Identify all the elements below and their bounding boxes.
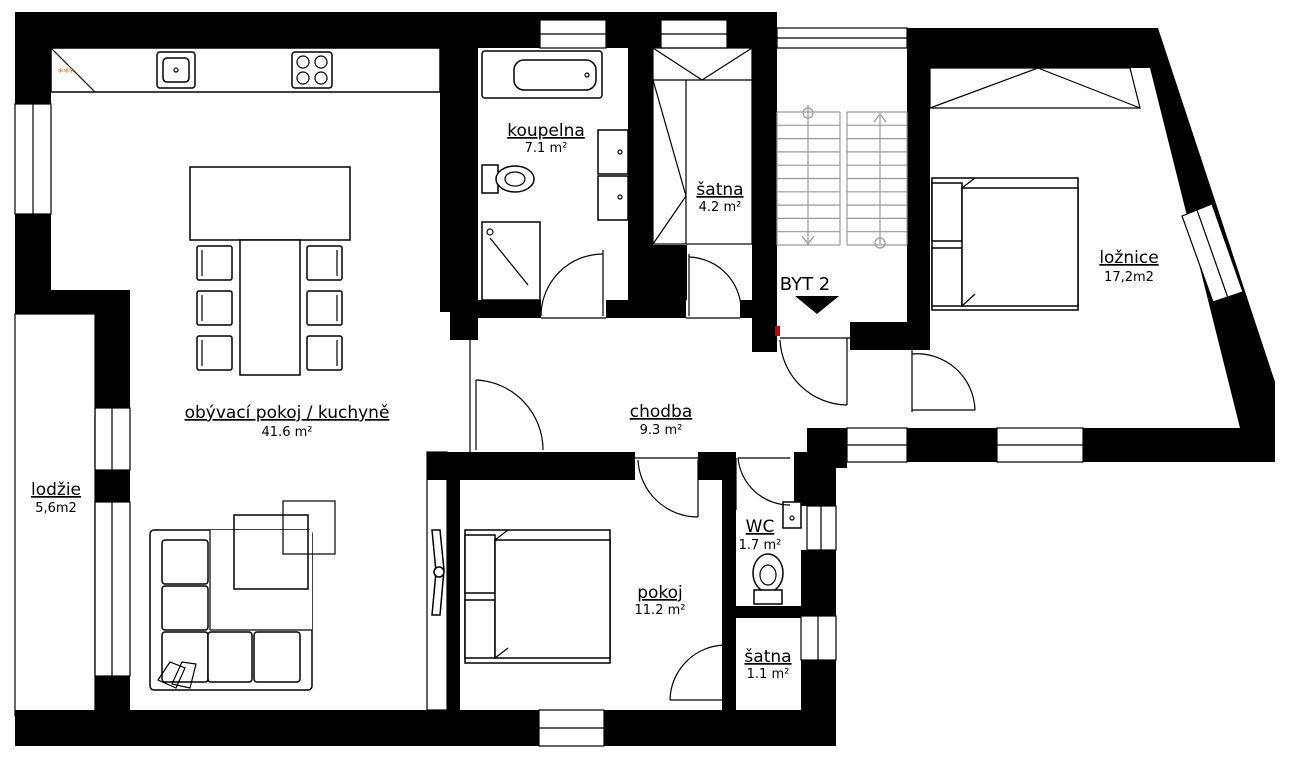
label-pokoj-area: 11.2 m² [635,603,686,618]
label-wc-name: WC [746,517,775,537]
label-satna-top-area: 4.2 m² [699,200,742,215]
bathroom-fixtures [481,50,629,301]
lodzie-outline [14,313,96,717]
stove-marker: *** [58,66,75,79]
label-koupelna-name: koupelna [507,121,585,141]
sofa [149,529,313,691]
label-chodba-name: chodba [630,402,693,422]
label-koupelna-area: 7.1 m² [525,141,568,156]
dining-table [189,166,351,376]
label-obyvaci-area: 41.6 m² [262,425,313,440]
double-bed-loznice [931,177,1079,311]
label-satna-small-name: šatna [744,647,791,667]
label-wc-area: 1.7 m² [739,538,782,553]
wc-toilet-icon [752,553,784,605]
kitchen-counter: *** [50,47,441,93]
label-chodba-area: 9.3 m² [640,423,683,438]
label-satna-top-name: šatna [696,180,743,200]
doors [467,250,976,701]
door-marker [775,326,780,336]
stairs [776,105,908,249]
entrance-arrow-icon [795,296,839,314]
walls [15,12,1275,746]
label-loznice-name: ložnice [1099,248,1158,268]
toilet-icon [481,164,535,194]
sliding-door [426,451,448,711]
label-satna-small-area: 1.1 m² [747,667,790,682]
double-bed-pokoj [464,529,611,664]
label-lodzie-name: lodžie [31,480,81,500]
windows [14,19,1244,747]
shower-icon [481,221,541,301]
label-obyvaci-name: obývací pokoj / kuchyně [185,403,390,423]
wc-fixtures [752,501,802,605]
label-loznice-area: 17,2m2 [1104,270,1154,285]
cooktop-icon [291,51,333,89]
loznice-wardrobe [929,67,1141,109]
wardrobe-top [652,47,753,245]
label-lodzie-area: 5,6m2 [35,501,77,516]
rug [233,500,336,590]
label-entrance: BYT 2 [780,274,831,295]
label-pokoj-name: pokoj [637,583,683,603]
room-labels: obývací pokoj / kuchyně 41.6 m² lodžie 5… [31,121,1159,682]
sink-icon [156,51,196,89]
